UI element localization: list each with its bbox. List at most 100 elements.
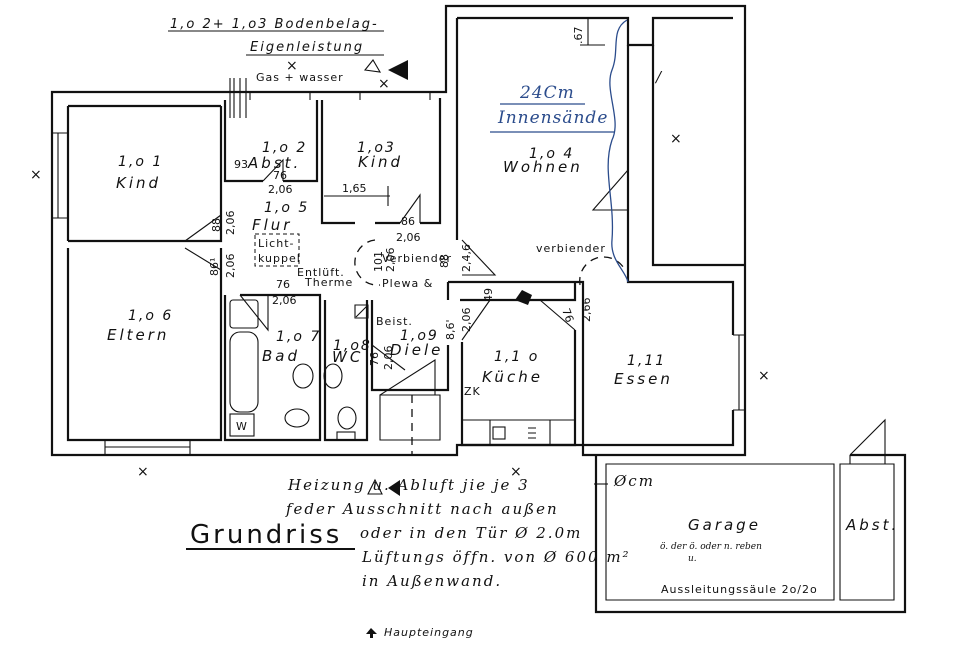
toilet-bad-icon [284, 408, 310, 428]
room-name-106: Eltern [107, 326, 169, 344]
svg-text:/: / [654, 68, 663, 86]
svg-text:×: × [378, 76, 390, 92]
room-name-111: Essen [614, 370, 673, 388]
label-verbiender: Verbiender [382, 252, 452, 265]
blue-annotation: 24Cm Innensände / [490, 19, 663, 283]
main-entrance: Haupteingang [366, 626, 474, 639]
room-name-101: Kind [116, 174, 161, 192]
room-name-garage: Garage [688, 516, 761, 534]
misc-labels: Licht- kuppel Entlüft. Therme Verbiender… [254, 233, 606, 398]
washer-icon [229, 413, 255, 437]
room-id-105: 1,o 5 [264, 200, 309, 216]
room-id-107: 1,o 7 [276, 329, 321, 345]
room-name-abst-garage: Abst. [845, 516, 899, 534]
label-plewa: Plewa & [382, 277, 433, 290]
label-therme: Therme [304, 276, 353, 289]
room-id-103: 1,o3 [357, 140, 396, 156]
label-kuppel: kuppel [258, 252, 301, 265]
header-line2: Eigenleistung [250, 40, 364, 55]
label-licht: Licht- [258, 237, 295, 250]
note-line-5: in Außenwand. [362, 572, 502, 590]
svg-text:.67: .67 [572, 27, 585, 45]
svg-text:1,65: 1,65 [342, 182, 367, 195]
svg-text:2,06: 2,06 [224, 211, 237, 236]
svg-text:×: × [510, 464, 522, 480]
garage-note-2: u. [688, 554, 697, 564]
svg-text:93: 93 [234, 158, 248, 171]
sink-icon [229, 299, 259, 329]
room-labels: 1,o 1 Kind 1,o 2 Abst. 1,o3 Kind 1,o 4 W… [107, 140, 899, 534]
cross-mark: × [286, 58, 298, 74]
label-zk: ZK [464, 385, 481, 398]
page-title: Grundriss [190, 520, 342, 550]
note-line-3: oder in den Tür Ø 2.0m [360, 524, 582, 542]
door-swings [184, 158, 629, 396]
walls: W [50, 4, 907, 614]
svg-text:×: × [758, 368, 770, 384]
svg-text:2,06: 2,06 [272, 294, 297, 307]
arrow-up-icon [366, 628, 377, 638]
room-name-108: WC [332, 348, 363, 366]
room-id-110: 1,1 o [494, 349, 539, 365]
bathtub-icon [229, 331, 259, 413]
svg-text:2,06: 2,06 [224, 254, 237, 279]
boiler-icon [515, 290, 532, 305]
svg-text:88: 88 [210, 218, 223, 232]
garage-note-1: ö. der ö. oder n. reben [660, 542, 762, 552]
room-id-101: 1,o 1 [118, 154, 163, 170]
svg-text:2,06: 2,06 [384, 248, 397, 273]
svg-text:8,6': 8,6' [444, 319, 457, 340]
svg-text:×: × [30, 167, 42, 183]
blue-note-line2: Innensände [497, 108, 608, 128]
skylight-outline [254, 233, 300, 267]
label-haupteingang: Haupteingang [384, 626, 474, 639]
room-id-106: 1,o 6 [128, 308, 173, 324]
room-name-110: Küche [482, 368, 543, 386]
dimensions: .67 93 76 2,06 1,65 86 2,06 88 2,06 86¹ … [208, 17, 605, 370]
room-name-109: Diele [390, 341, 443, 359]
svg-text:×: × [137, 464, 149, 480]
svg-text:86¹: 86¹ [208, 258, 221, 276]
room-name-105: Flur [252, 216, 292, 234]
header-line1: 1,o 2+ 1,o3 Bodenbelag- [170, 17, 379, 32]
label-verbiender2: verbiender [536, 242, 606, 255]
title-block: Grundriss [186, 520, 355, 550]
svg-text:2,06: 2,06 [396, 231, 421, 244]
svg-text:88: 88 [438, 254, 451, 268]
svg-text:×: × [670, 131, 682, 147]
svg-text:101: 101 [372, 251, 385, 272]
svg-text:76: 76 [276, 278, 290, 291]
blue-note-line1: 24Cm [519, 83, 575, 103]
svg-text:2,66: 2,66 [580, 298, 593, 323]
notes: Heizung u. Abluft jie je 3 feder Ausschn… [285, 472, 818, 596]
note-line-2: feder Ausschnitt nach außen [285, 500, 559, 518]
room-name-104: Wohnen [503, 158, 583, 176]
note-line-4: Lüftungs öffn. von Ø 600 m² [361, 548, 631, 566]
gas-label: Gas + wasser [256, 71, 344, 84]
room-id-104: 1,o 4 [529, 146, 574, 162]
section-marker-icon: × [363, 59, 408, 92]
room-id-111: 1,11 [627, 353, 666, 369]
svg-text:76: 76 [368, 352, 381, 366]
room-id-109: 1,o9 [400, 328, 439, 344]
svg-text:2,06: 2,06 [382, 346, 395, 371]
svg-text:2,4,6: 2,4,6 [460, 244, 473, 272]
svg-text:86: 86 [401, 215, 415, 228]
room-id-108: 1,o8 [333, 338, 372, 354]
label-entlueft: Entlüft. [297, 266, 345, 279]
label-beist: Beist. [376, 315, 413, 328]
room-name-102: Abst. [247, 154, 301, 172]
toilet-wc-icon [337, 406, 357, 430]
room-id-102: 1,o 2 [262, 140, 307, 156]
pipes-icon [229, 78, 247, 118]
svg-text:76: 76 [273, 169, 287, 182]
header-annotation: 1,o 2+ 1,o3 Bodenbelag- Eigenleistung × … [168, 17, 408, 118]
svg-text:49: 49 [482, 288, 495, 302]
svg-text:2,06: 2,06 [460, 308, 473, 333]
section-a-marker-icon [367, 478, 383, 495]
note-tail: Øcm [613, 472, 655, 490]
svg-text:76: 76 [559, 307, 576, 325]
label-ausleitung: Aussleitungssäule 2o/2o [661, 583, 818, 596]
washer-label: W [236, 420, 248, 433]
